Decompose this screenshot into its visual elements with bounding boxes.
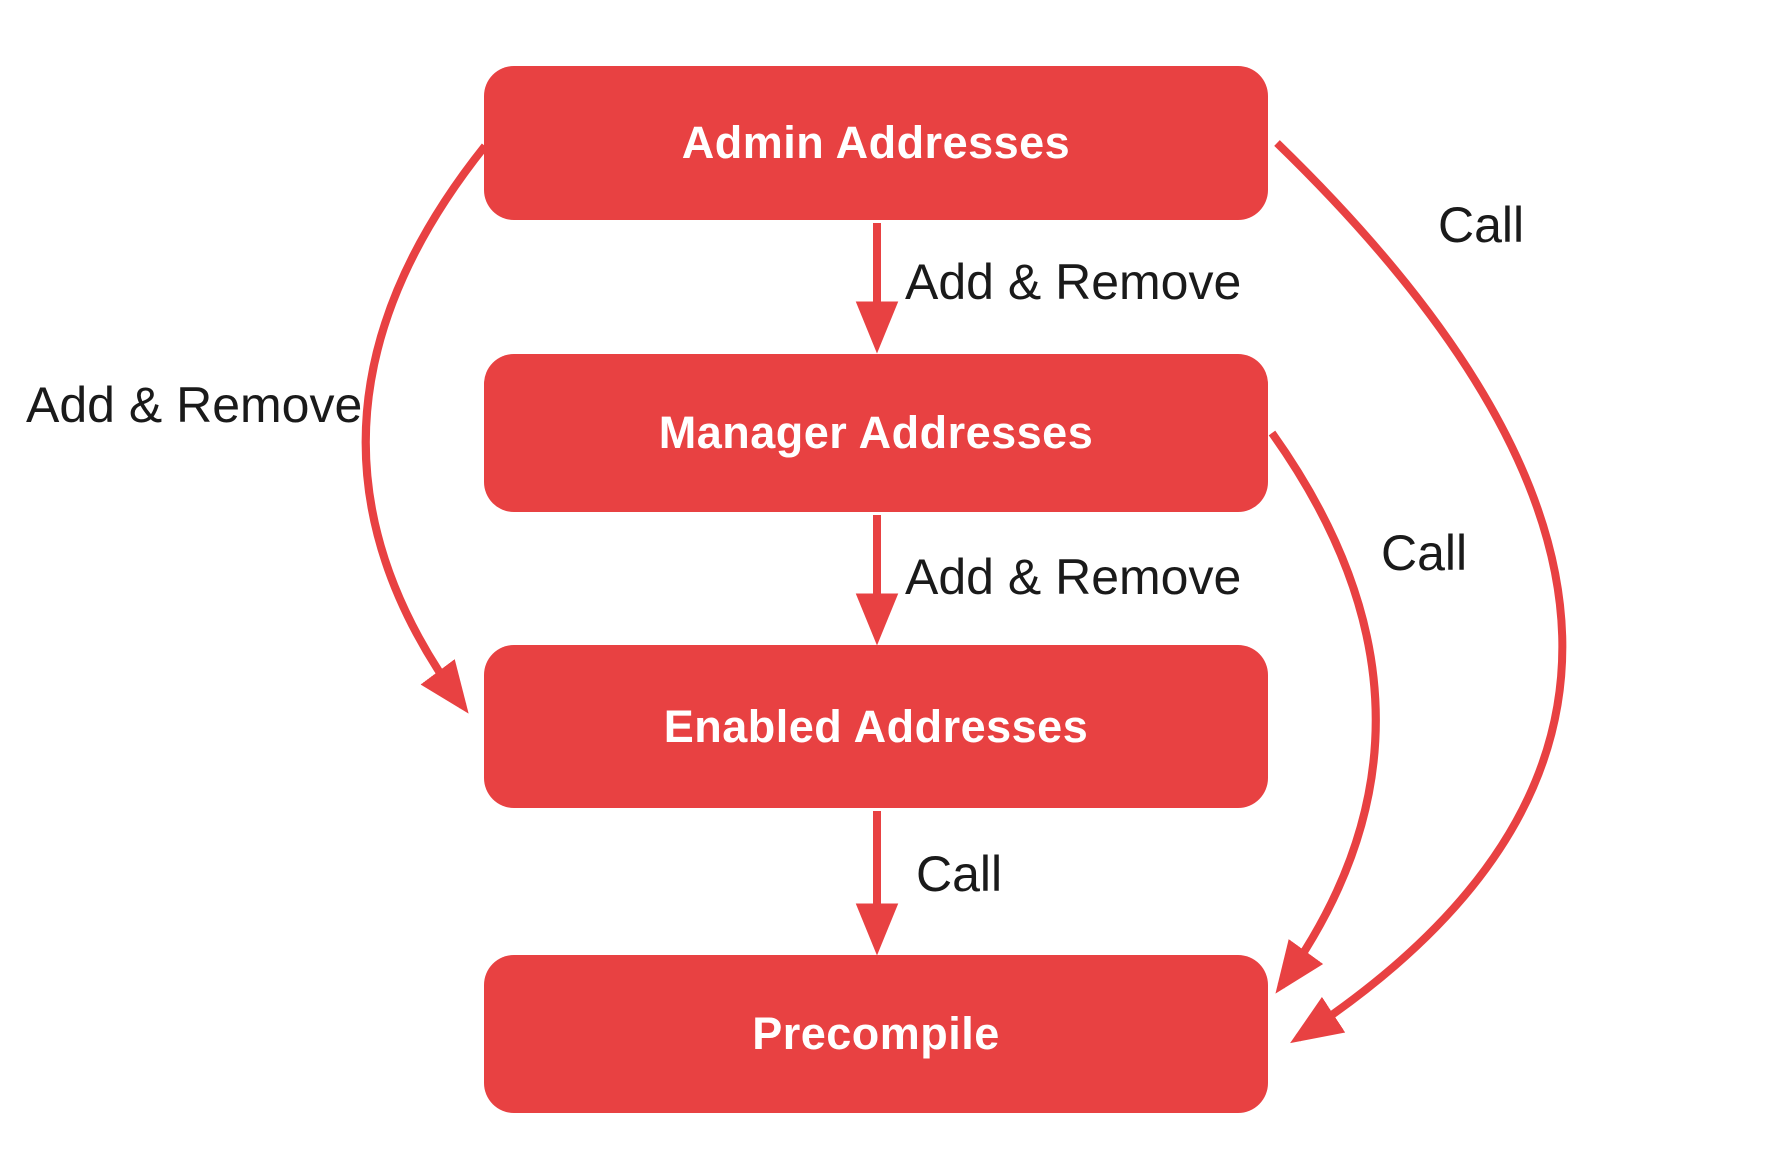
node-admin-addresses-label: Admin Addresses (681, 117, 1071, 168)
node-enabled-addresses: Enabled Addresses (484, 645, 1268, 808)
edge-label-enabled-to-precompile: Call (916, 846, 1003, 902)
edge-label-manager-to-precompile: Call (1381, 525, 1468, 581)
node-enabled-addresses-label: Enabled Addresses (663, 700, 1089, 752)
edge-label-manager-to-enabled: Add & Remove (905, 549, 1242, 605)
node-precompile: Precompile (484, 955, 1268, 1113)
edge-admin-to-enabled-arrow (361, 143, 489, 714)
edge-label-admin-to-enabled: Add & Remove (26, 377, 363, 433)
node-admin-addresses: Admin Addresses (484, 66, 1268, 220)
node-precompile-label: Precompile (752, 1008, 1000, 1059)
node-manager-addresses-label: Manager Addresses (658, 407, 1094, 458)
node-manager-addresses: Manager Addresses (484, 354, 1268, 512)
edge-manager-to-precompile-arrow (1268, 430, 1380, 994)
edge-label-admin-to-manager: Add & Remove (905, 254, 1242, 310)
edge-admin-to-precompile-arrow (1274, 140, 1567, 1044)
edge-label-admin-to-precompile: Call (1438, 197, 1525, 253)
